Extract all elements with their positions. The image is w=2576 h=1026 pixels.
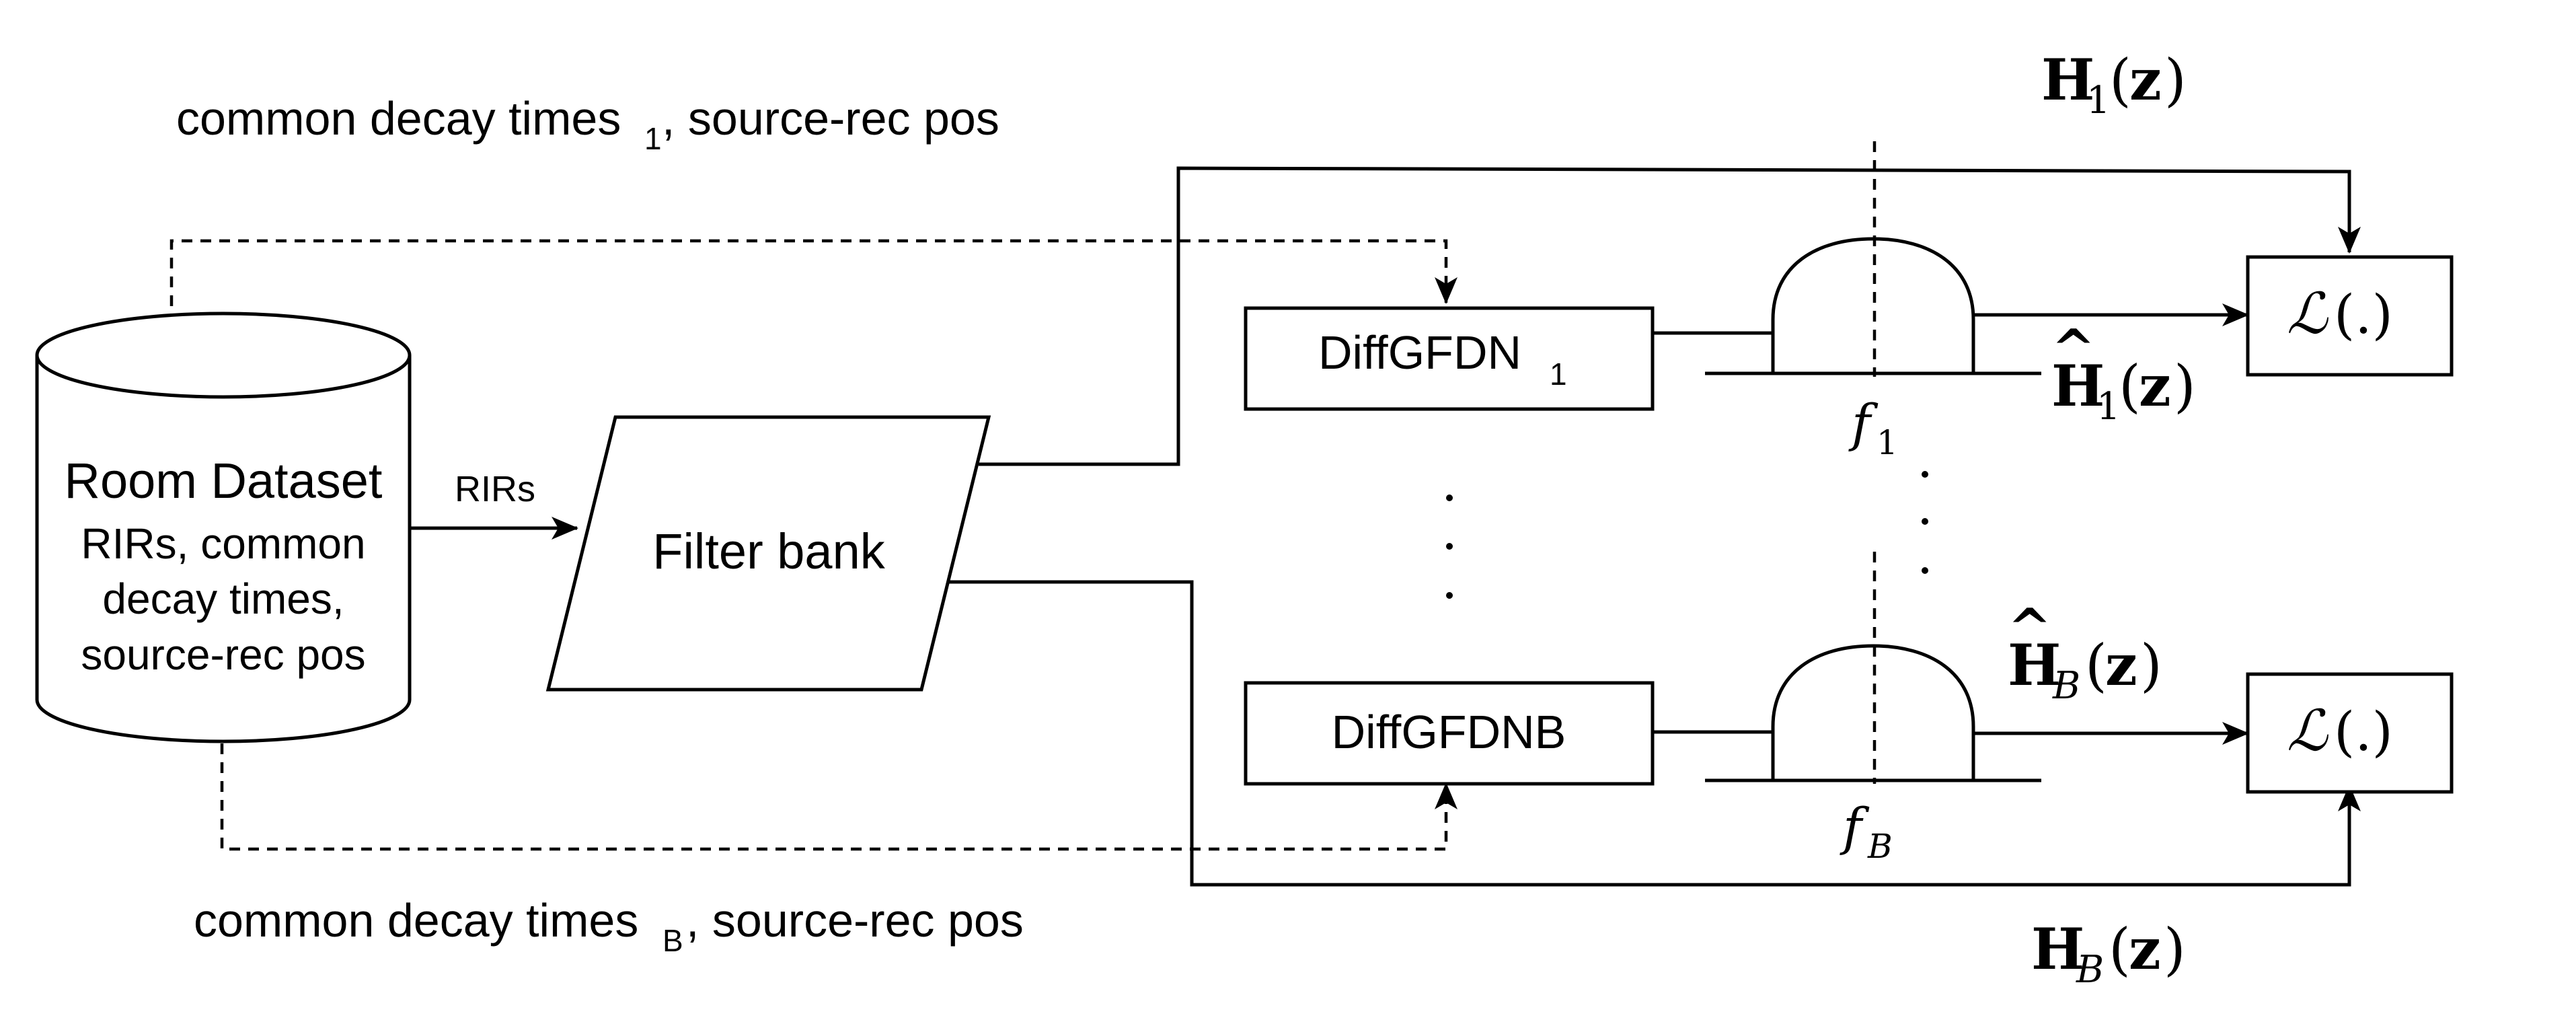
vertical-ellipsis-right [1922,471,1928,574]
hb-target-label: H B ( z ) [2031,916,2186,992]
room-dataset-cylinder: Room Dataset RIRs, common decay times, s… [35,312,412,743]
hb-estimate-open: ( [2085,632,2107,698]
diffgfdn-b-label: DiffGFDNB [1332,706,1566,758]
h1-estimate-label: ^ H 1 ( z ) [2051,318,2196,429]
f1-symbol: f [1848,393,1879,453]
loss-1-symbol: ℒ [2287,281,2328,346]
room-dataset-title: Room Dataset [65,453,383,509]
diffgfdn-1-label: DiffGFDN [1318,326,1521,379]
fb-label: f B [1840,797,1893,866]
hb-target-open: ( [2109,916,2131,982]
ellipsis-dot [1446,543,1453,550]
h1-estimate-close: ) [2174,353,2196,419]
loss-b-block: ℒ (.) [2246,672,2454,794]
hb-estimate-hat: ^ [2008,597,2051,659]
filter-bank-label: Filter bank [652,523,885,579]
loss-1-arg: (.) [2334,283,2393,346]
h1-target-open: ( [2109,47,2131,113]
room-dataset-line1: RIRs, common [81,519,365,568]
loss-b-box [2246,672,2454,794]
top-dashed-control-line [169,239,1457,306]
h1-target-close: ) [2164,47,2187,113]
bottom-decay-label-tail: , source-rec pos [686,894,1024,947]
loss-1-block: ℒ (.) [2246,255,2454,377]
h1-estimate-z: z [2139,353,2171,419]
hb-target-close: ) [2164,916,2186,982]
top-decay-label-tail: , source-rec pos [662,92,999,145]
top-decay-label-main: common decay times [176,92,621,145]
diffgfdn-b-box [1244,681,1655,786]
hb-target-z: z [2129,916,2161,982]
filter-bank-block: Filter bank [545,415,991,692]
loss-1-box [2246,255,2454,377]
bottom-decay-label-sub: B [662,923,683,958]
hb-target-sub: B [2076,948,2104,992]
h1-estimate-H: H [2051,353,2105,419]
hb-target-H: H [2031,916,2084,982]
h1-estimate-hat: ^ [2051,318,2095,379]
diffgfdn-1-sub: 1 [1550,357,1567,392]
filter-bank-shape [545,415,991,692]
h1-target-H: H [2041,46,2094,113]
bottom-reference-path [948,580,2361,887]
bottom-decay-label-main: common decay times [194,894,638,947]
ellipsis-dot [1446,494,1453,501]
h1-target-sub: 1 [2086,79,2111,122]
h1-estimate-sub: 1 [2096,385,2121,429]
top-decay-label: common decay times 1 , source-rec pos [176,92,999,156]
cylinder-body [35,355,412,743]
bottom-decay-label: common decay times B , source-rec pos [194,894,1024,958]
h1-target-z: z [2129,46,2162,113]
loss-b-symbol: ℒ [2287,698,2328,764]
fb-subscript: B [1867,827,1893,866]
ellipsis-dot [1922,471,1928,478]
h1-estimate-open: ( [2119,353,2141,419]
hb-estimate-z: z [2105,632,2137,698]
rirs-arrow-label: RIRs [455,469,535,509]
loss-b-arg: (.) [2334,700,2393,763]
ellipsis-dot [1922,518,1928,525]
f1-label: f 1 [1848,393,1898,462]
diffgfdn-b-block: DiffGFDNB [1244,681,1655,786]
hb-estimate-sub: B [2052,664,2080,708]
band-1-filter [1653,141,2249,377]
bottom-dashed-control-line [220,743,1457,851]
hb-estimate-H: H [2008,632,2061,698]
hb-estimate-label: ^ H B ( z ) [2008,597,2162,708]
ellipsis-dot [1446,592,1453,599]
f1-subscript: 1 [1877,423,1898,462]
h1-target-label: H 1 ( z ) [2041,46,2187,122]
ellipsis-dot [1922,567,1928,574]
room-dataset-line3: source-rec pos [81,630,365,679]
diffgfdn-1-box [1244,306,1655,411]
room-dataset-line2: decay times, [102,575,344,623]
hb-estimate-close: ) [2140,632,2162,698]
top-decay-label-sub: 1 [644,121,662,156]
fb-symbol: f [1840,797,1870,856]
top-reference-path [979,166,2361,466]
diffgfdn-1-block: DiffGFDN 1 [1244,306,1655,411]
band-b-filter [1653,552,2249,784]
vertical-ellipsis-left [1446,494,1453,599]
cylinder-top [35,312,412,399]
